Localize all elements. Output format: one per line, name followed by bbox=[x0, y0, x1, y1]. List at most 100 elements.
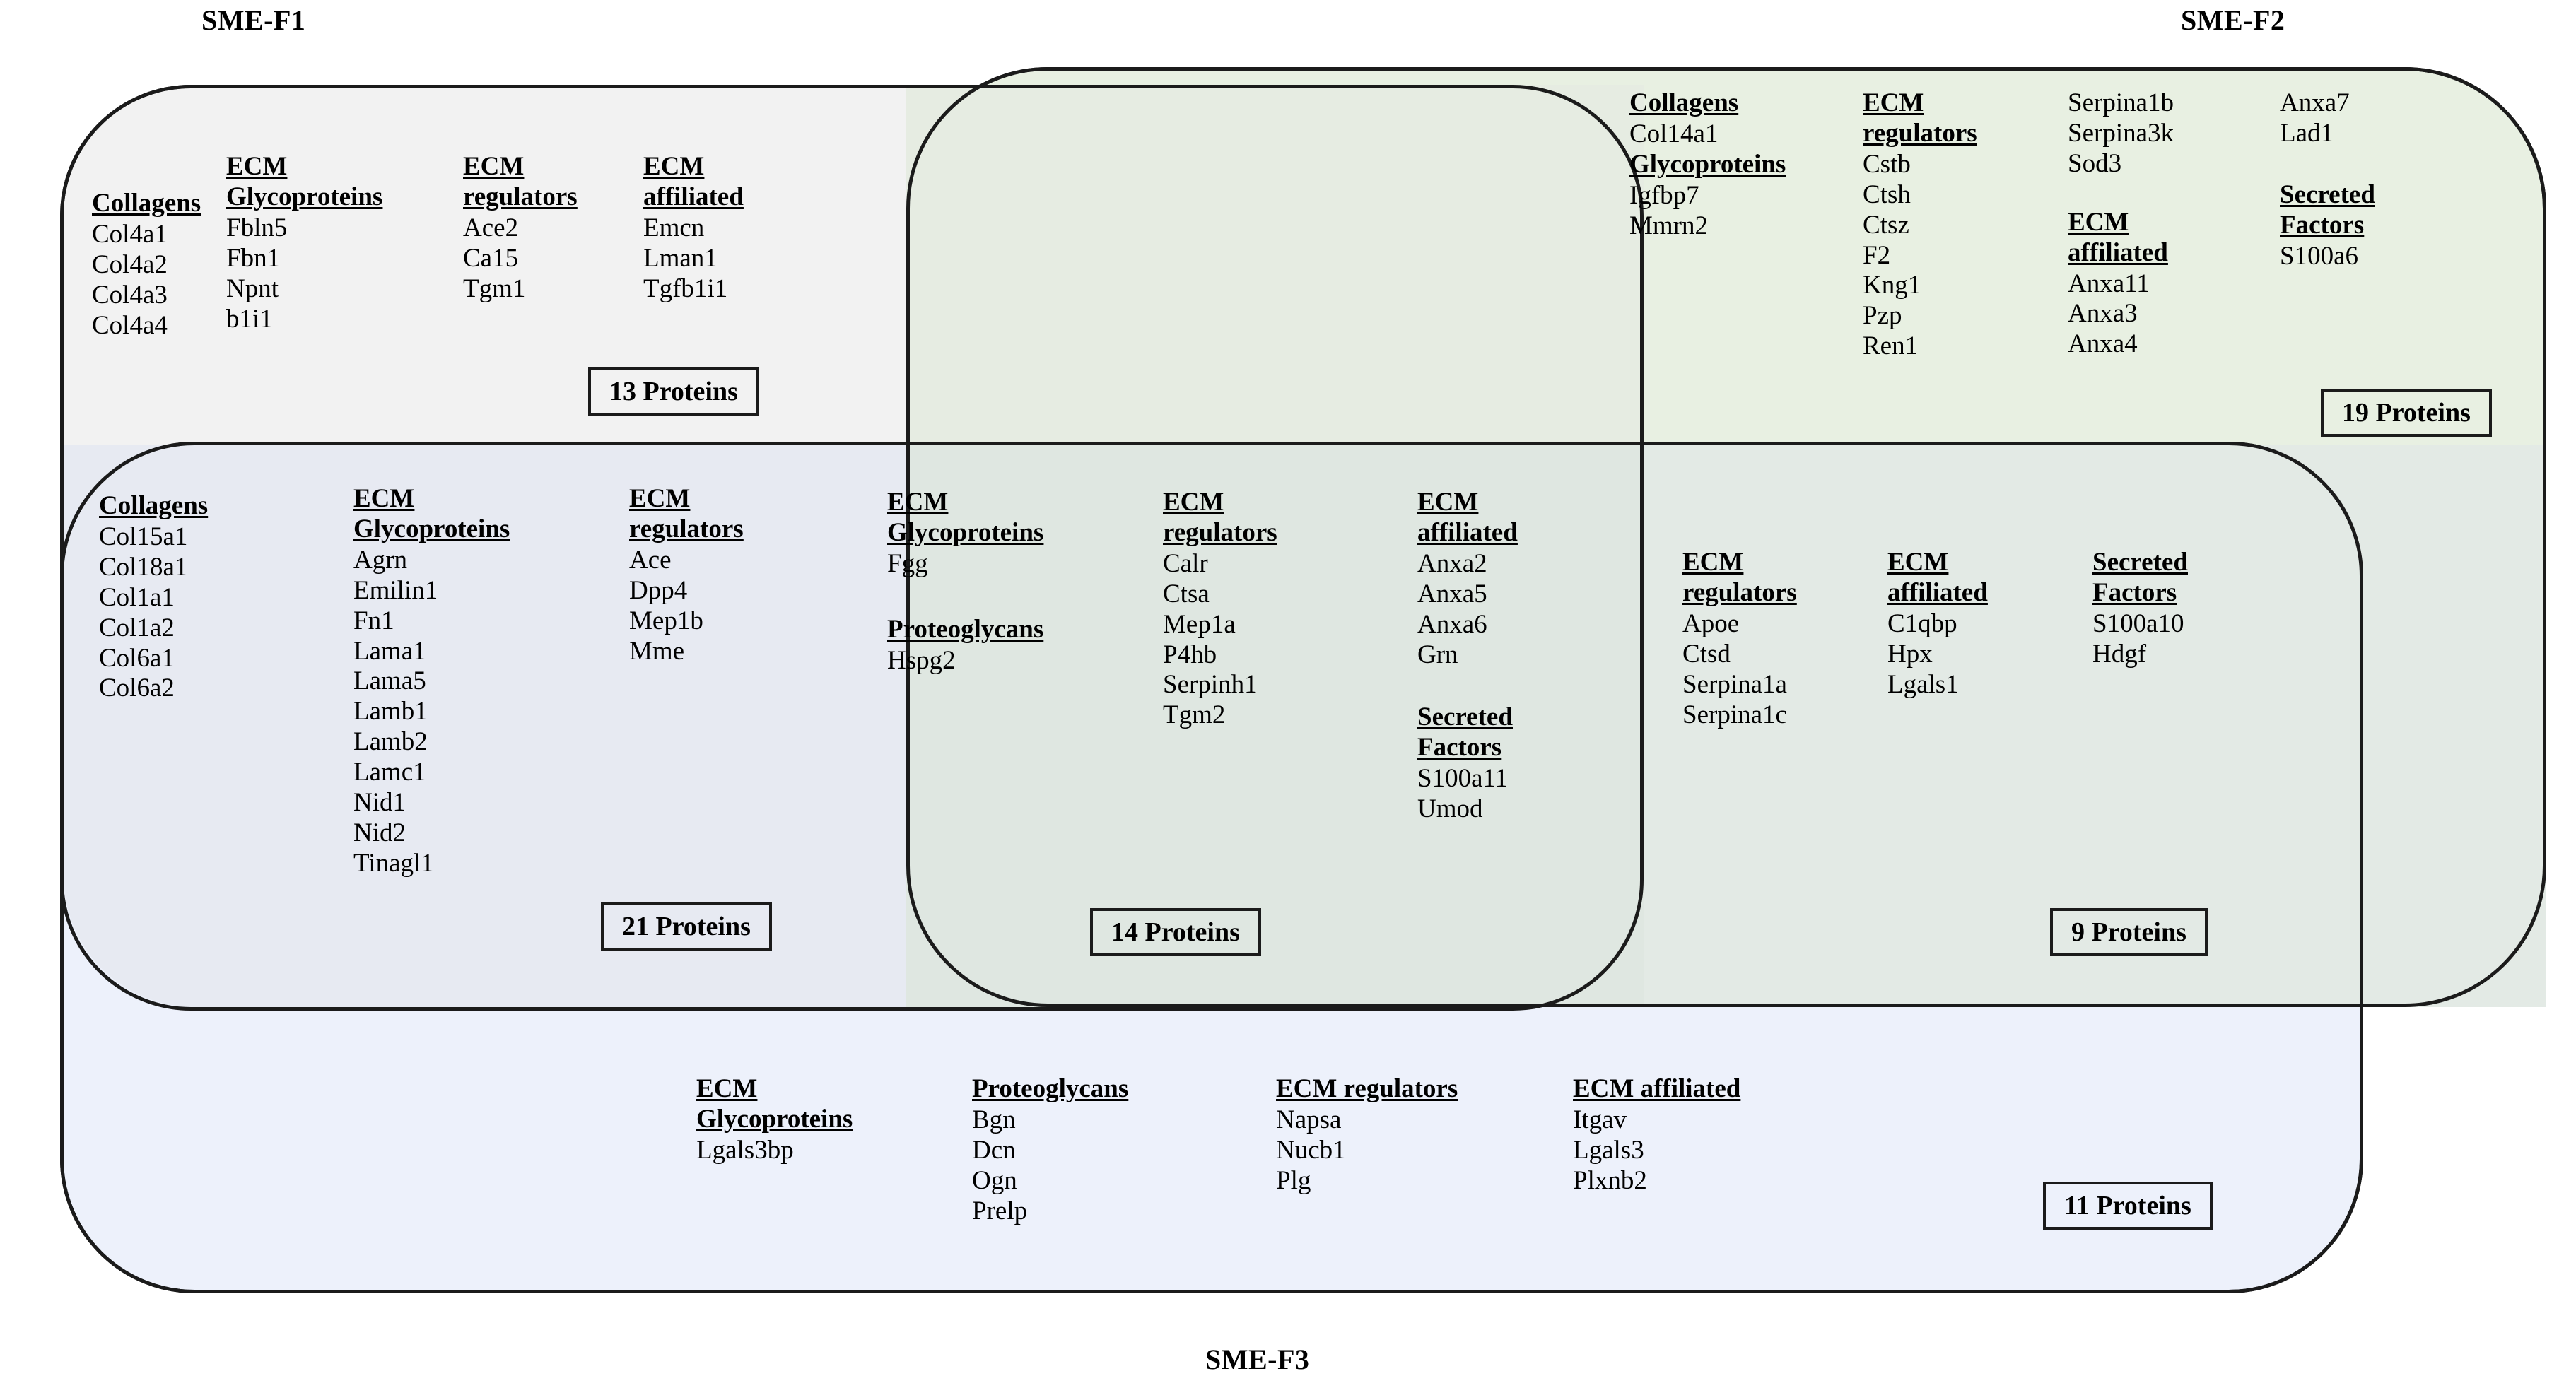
protein-count-badge-f2-only: 19 Proteins bbox=[2321, 389, 2492, 437]
protein-item: Anxa7 bbox=[2280, 88, 2350, 117]
protein-item: Fn1 bbox=[353, 606, 394, 635]
protein-item: Anxa5 bbox=[1417, 579, 1487, 608]
protein-item: Col4a1 bbox=[92, 219, 168, 249]
protein-item: Serpinh1 bbox=[1163, 670, 1258, 700]
protein-item: Ctsa bbox=[1163, 579, 1210, 608]
category-column: ECM regulators Napsa Nucb1 Plg bbox=[1276, 1074, 1573, 1196]
protein-item: Plg bbox=[1276, 1165, 1311, 1195]
protein-count-badge-f1-f3: 21 Proteins bbox=[601, 902, 772, 951]
protein-item: P4hb bbox=[1163, 640, 1217, 669]
protein-item: Lamc1 bbox=[353, 758, 426, 787]
protein-item: Kng1 bbox=[1863, 271, 1921, 300]
protein-item: Col1a2 bbox=[99, 613, 175, 642]
protein-item: Tinagl1 bbox=[353, 848, 434, 878]
region-content-f2-only: Collagens Col14a1 Glycoproteins Igfbp7 M… bbox=[1629, 88, 2541, 362]
protein-item: Apoe bbox=[1682, 608, 1740, 638]
protein-item: Tgm2 bbox=[1163, 700, 1226, 730]
category-column: Collagens Col15a1 Col18a1 Col1a1 Col1a2 … bbox=[99, 484, 353, 704]
protein-item: Fbn1 bbox=[226, 243, 281, 273]
protein-item: Mep1b bbox=[629, 606, 703, 635]
protein-item: b1i1 bbox=[226, 304, 273, 334]
protein-item: Hspg2 bbox=[887, 645, 956, 675]
protein-item: Mep1a bbox=[1163, 609, 1236, 639]
category-heading: Collagens bbox=[92, 189, 201, 218]
category-heading: Proteoglycans bbox=[887, 614, 1044, 644]
protein-item: Prelp bbox=[972, 1196, 1028, 1225]
protein-item: Lgals1 bbox=[1887, 669, 1959, 699]
set-label-sme-f1: SME-F1 bbox=[201, 4, 306, 36]
protein-item: Hdgf bbox=[2092, 639, 2147, 669]
protein-item: Lama5 bbox=[353, 666, 426, 696]
category-heading: ECM regulators bbox=[1276, 1074, 1458, 1103]
protein-item: Anxa2 bbox=[1417, 548, 1487, 578]
protein-item: Col4a2 bbox=[92, 249, 168, 279]
protein-item: Anxa6 bbox=[1417, 609, 1487, 639]
protein-item: Col1a1 bbox=[99, 582, 175, 612]
set-label-sme-f2: SME-F2 bbox=[2181, 4, 2285, 36]
protein-count-badge-f2-f3: 9 Proteins bbox=[2050, 908, 2208, 956]
protein-item: Nucb1 bbox=[1276, 1135, 1346, 1165]
protein-item: Itgav bbox=[1573, 1105, 1627, 1134]
protein-item: Dpp4 bbox=[629, 575, 688, 605]
protein-item: Lman1 bbox=[643, 243, 718, 273]
region-content-f1-f3: Collagens Col15a1 Col18a1 Col1a1 Col1a2 … bbox=[99, 484, 877, 879]
protein-item: Sod3 bbox=[2068, 148, 2122, 178]
protein-count-badge-all-three: 14 Proteins bbox=[1090, 908, 1261, 956]
protein-item: Col4a3 bbox=[92, 280, 168, 310]
protein-item: Plxnb2 bbox=[1573, 1165, 1647, 1195]
protein-item: Serpina3k bbox=[2068, 118, 2174, 148]
protein-item: Anxa4 bbox=[2068, 329, 2138, 359]
protein-item: Col18a1 bbox=[99, 552, 188, 582]
protein-item: S100a10 bbox=[2092, 608, 2184, 638]
protein-item: Anxa3 bbox=[2068, 299, 2138, 329]
protein-item: Emcn bbox=[643, 213, 705, 242]
protein-item: Lgals3 bbox=[1573, 1135, 1644, 1165]
protein-item: Nid1 bbox=[353, 788, 406, 818]
protein-item: Lama1 bbox=[353, 636, 426, 666]
protein-item: Lamb1 bbox=[353, 697, 428, 727]
protein-item: Fbln5 bbox=[226, 213, 288, 242]
protein-item: Calr bbox=[1163, 548, 1208, 578]
region-content-f1-only: Collagens Col4a1 Col4a2 Col4a3 Col4a4 EC… bbox=[92, 152, 884, 341]
category-heading: Collagens bbox=[1629, 88, 1739, 117]
category-heading: Collagens bbox=[99, 491, 209, 520]
protein-item: Ctsz bbox=[1863, 210, 1909, 240]
protein-item: Dcn bbox=[972, 1135, 1016, 1165]
protein-item: Ctsd bbox=[1682, 639, 1731, 669]
set-label-sme-f3: SME-F3 bbox=[1205, 1343, 1310, 1375]
protein-item: Col6a2 bbox=[99, 674, 175, 703]
protein-item: Anxa11 bbox=[2068, 269, 2150, 298]
protein-item: Serpina1a bbox=[1682, 669, 1787, 699]
protein-item: Tgm1 bbox=[463, 274, 526, 303]
protein-item: Col14a1 bbox=[1629, 119, 1719, 148]
protein-item: Mmrn2 bbox=[1629, 211, 1708, 240]
protein-item: Lad1 bbox=[2280, 118, 2334, 148]
